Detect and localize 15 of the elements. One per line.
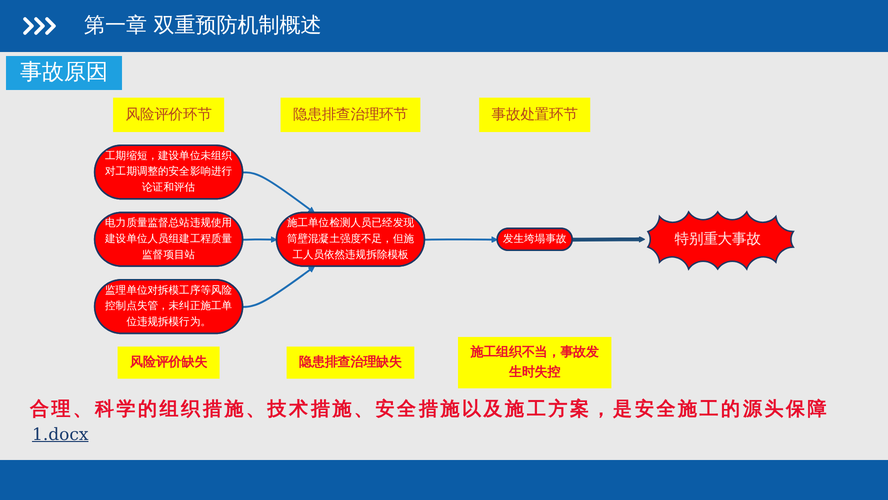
node-box: 风险评价环节: [113, 98, 224, 132]
arrow: [572, 236, 646, 243]
node-box: 隐患排查治理环节: [280, 98, 420, 132]
node-box: 隐患排查治理缺失: [286, 346, 414, 379]
note-text: 合理、科学的组织措施、技术措施、安全措施以及施工方案，是安全施工的源头保障: [30, 397, 830, 421]
arrow: [424, 236, 498, 243]
section-heading: 事故原因: [6, 56, 122, 90]
arrow: [242, 266, 315, 308]
arrow: [242, 171, 315, 214]
file-link: 1.docx: [32, 424, 88, 446]
arrow: [242, 236, 278, 243]
node-box: 事故处置环节: [479, 98, 590, 132]
node-box: 风险评价缺失: [118, 346, 220, 379]
node-box: 施工组织不当，事故发生时失控: [458, 336, 612, 388]
slide-title: 第一章 双重预防机制概述: [84, 12, 322, 39]
